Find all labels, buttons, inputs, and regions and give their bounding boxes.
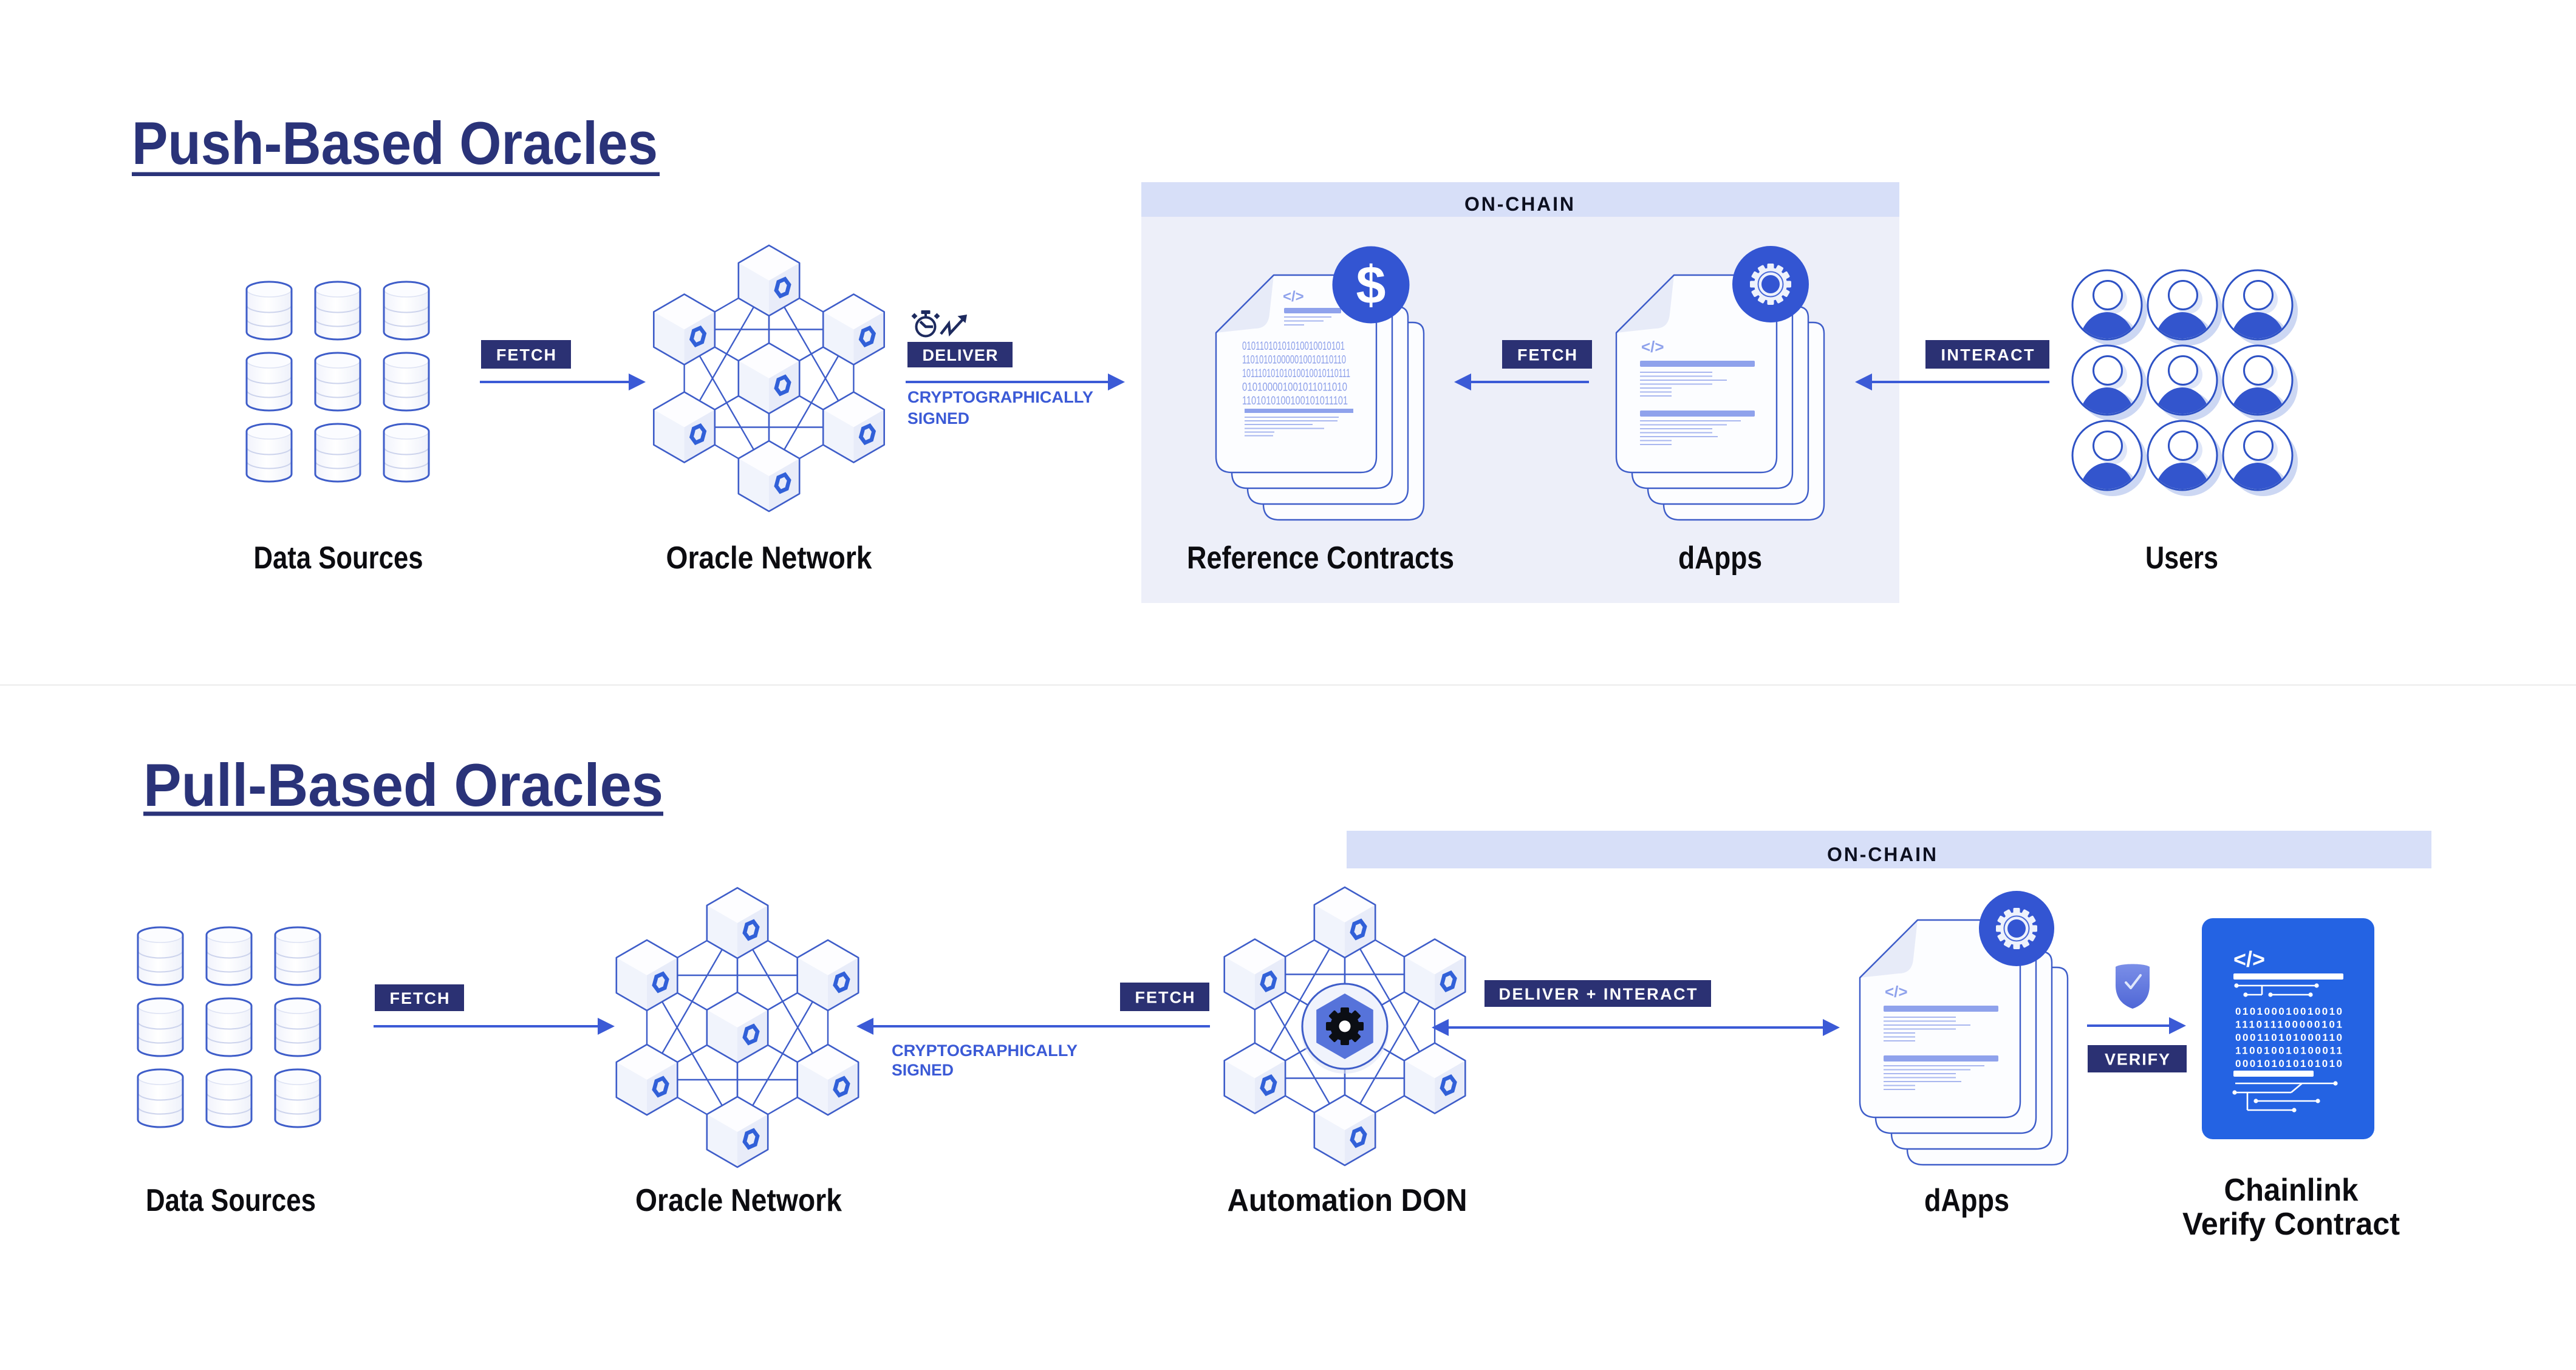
svg-text:Reference Contracts: Reference Contracts (1187, 540, 1454, 576)
svg-text:CRYPTOGRAPHICALLY: CRYPTOGRAPHICALLY (892, 1041, 1078, 1060)
svg-text:Pull-Based Oracles: Pull-Based Oracles (143, 751, 663, 819)
svg-text:01011010101010010010101: 01011010101010010010101 (1242, 340, 1345, 353)
svg-text:FETCH: FETCH (496, 346, 556, 364)
svg-text:010100010010010: 010100010010010 (2235, 1006, 2342, 1017)
svg-text:</>: </> (1283, 288, 1304, 305)
svg-text:CRYPTOGRAPHICALLY: CRYPTOGRAPHICALLY (907, 388, 1093, 406)
svg-text:10111010101010010010110111: 10111010101010010010110111 (1242, 367, 1350, 380)
svg-text:Oracle Network: Oracle Network (635, 1183, 842, 1218)
svg-text:FETCH: FETCH (1517, 346, 1577, 364)
svg-text:DELIVER: DELIVER (923, 346, 998, 364)
svg-text:111011100000101: 111011100000101 (2235, 1019, 2342, 1031)
svg-text:ON-CHAIN: ON-CHAIN (1827, 843, 1936, 865)
svg-text:110010010100011: 110010010100011 (2235, 1045, 2342, 1057)
svg-text:</>: </> (1885, 983, 1908, 1001)
svg-text:</>: </> (1641, 338, 1664, 356)
svg-text:Chainlink: Chainlink (2224, 1173, 2359, 1208)
svg-text:Oracle Network: Oracle Network (666, 540, 872, 576)
svg-text:Push-Based Oracles: Push-Based Oracles (132, 109, 658, 177)
svg-text:dApps: dApps (1678, 540, 1762, 576)
svg-text:INTERACT: INTERACT (1941, 346, 2035, 364)
svg-text:ON-CHAIN: ON-CHAIN (1464, 193, 1574, 215)
svg-text:010100001001011011010: 010100001001011011010 (1242, 381, 1347, 394)
svg-text:</>: </> (2233, 947, 2265, 972)
svg-text:dApps: dApps (1924, 1183, 2009, 1218)
svg-text:DELIVER + INTERACT: DELIVER + INTERACT (1499, 985, 1698, 1003)
svg-text:Users: Users (2145, 540, 2218, 576)
svg-text:Data Sources: Data Sources (146, 1183, 316, 1218)
svg-text:VERIFY: VERIFY (2105, 1050, 2170, 1068)
svg-text:FETCH: FETCH (390, 989, 449, 1007)
svg-text:FETCH: FETCH (1135, 988, 1195, 1006)
svg-text:110101010000010010110110: 110101010000010010110110 (1242, 354, 1346, 367)
svg-text:1101010100100101011101: 1101010100100101011101 (1242, 395, 1348, 407)
svg-text:Data Sources: Data Sources (254, 540, 423, 576)
svg-text:Verify Contract: Verify Contract (2182, 1207, 2400, 1242)
svg-text:SIGNED: SIGNED (907, 409, 969, 428)
svg-text:SIGNED: SIGNED (892, 1061, 954, 1079)
svg-text:$: $ (1356, 255, 1386, 315)
svg-text:000101010101010: 000101010101010 (2235, 1058, 2342, 1069)
svg-text:000110101000110: 000110101000110 (2235, 1032, 2342, 1043)
svg-text:Automation DON: Automation DON (1228, 1183, 1467, 1218)
